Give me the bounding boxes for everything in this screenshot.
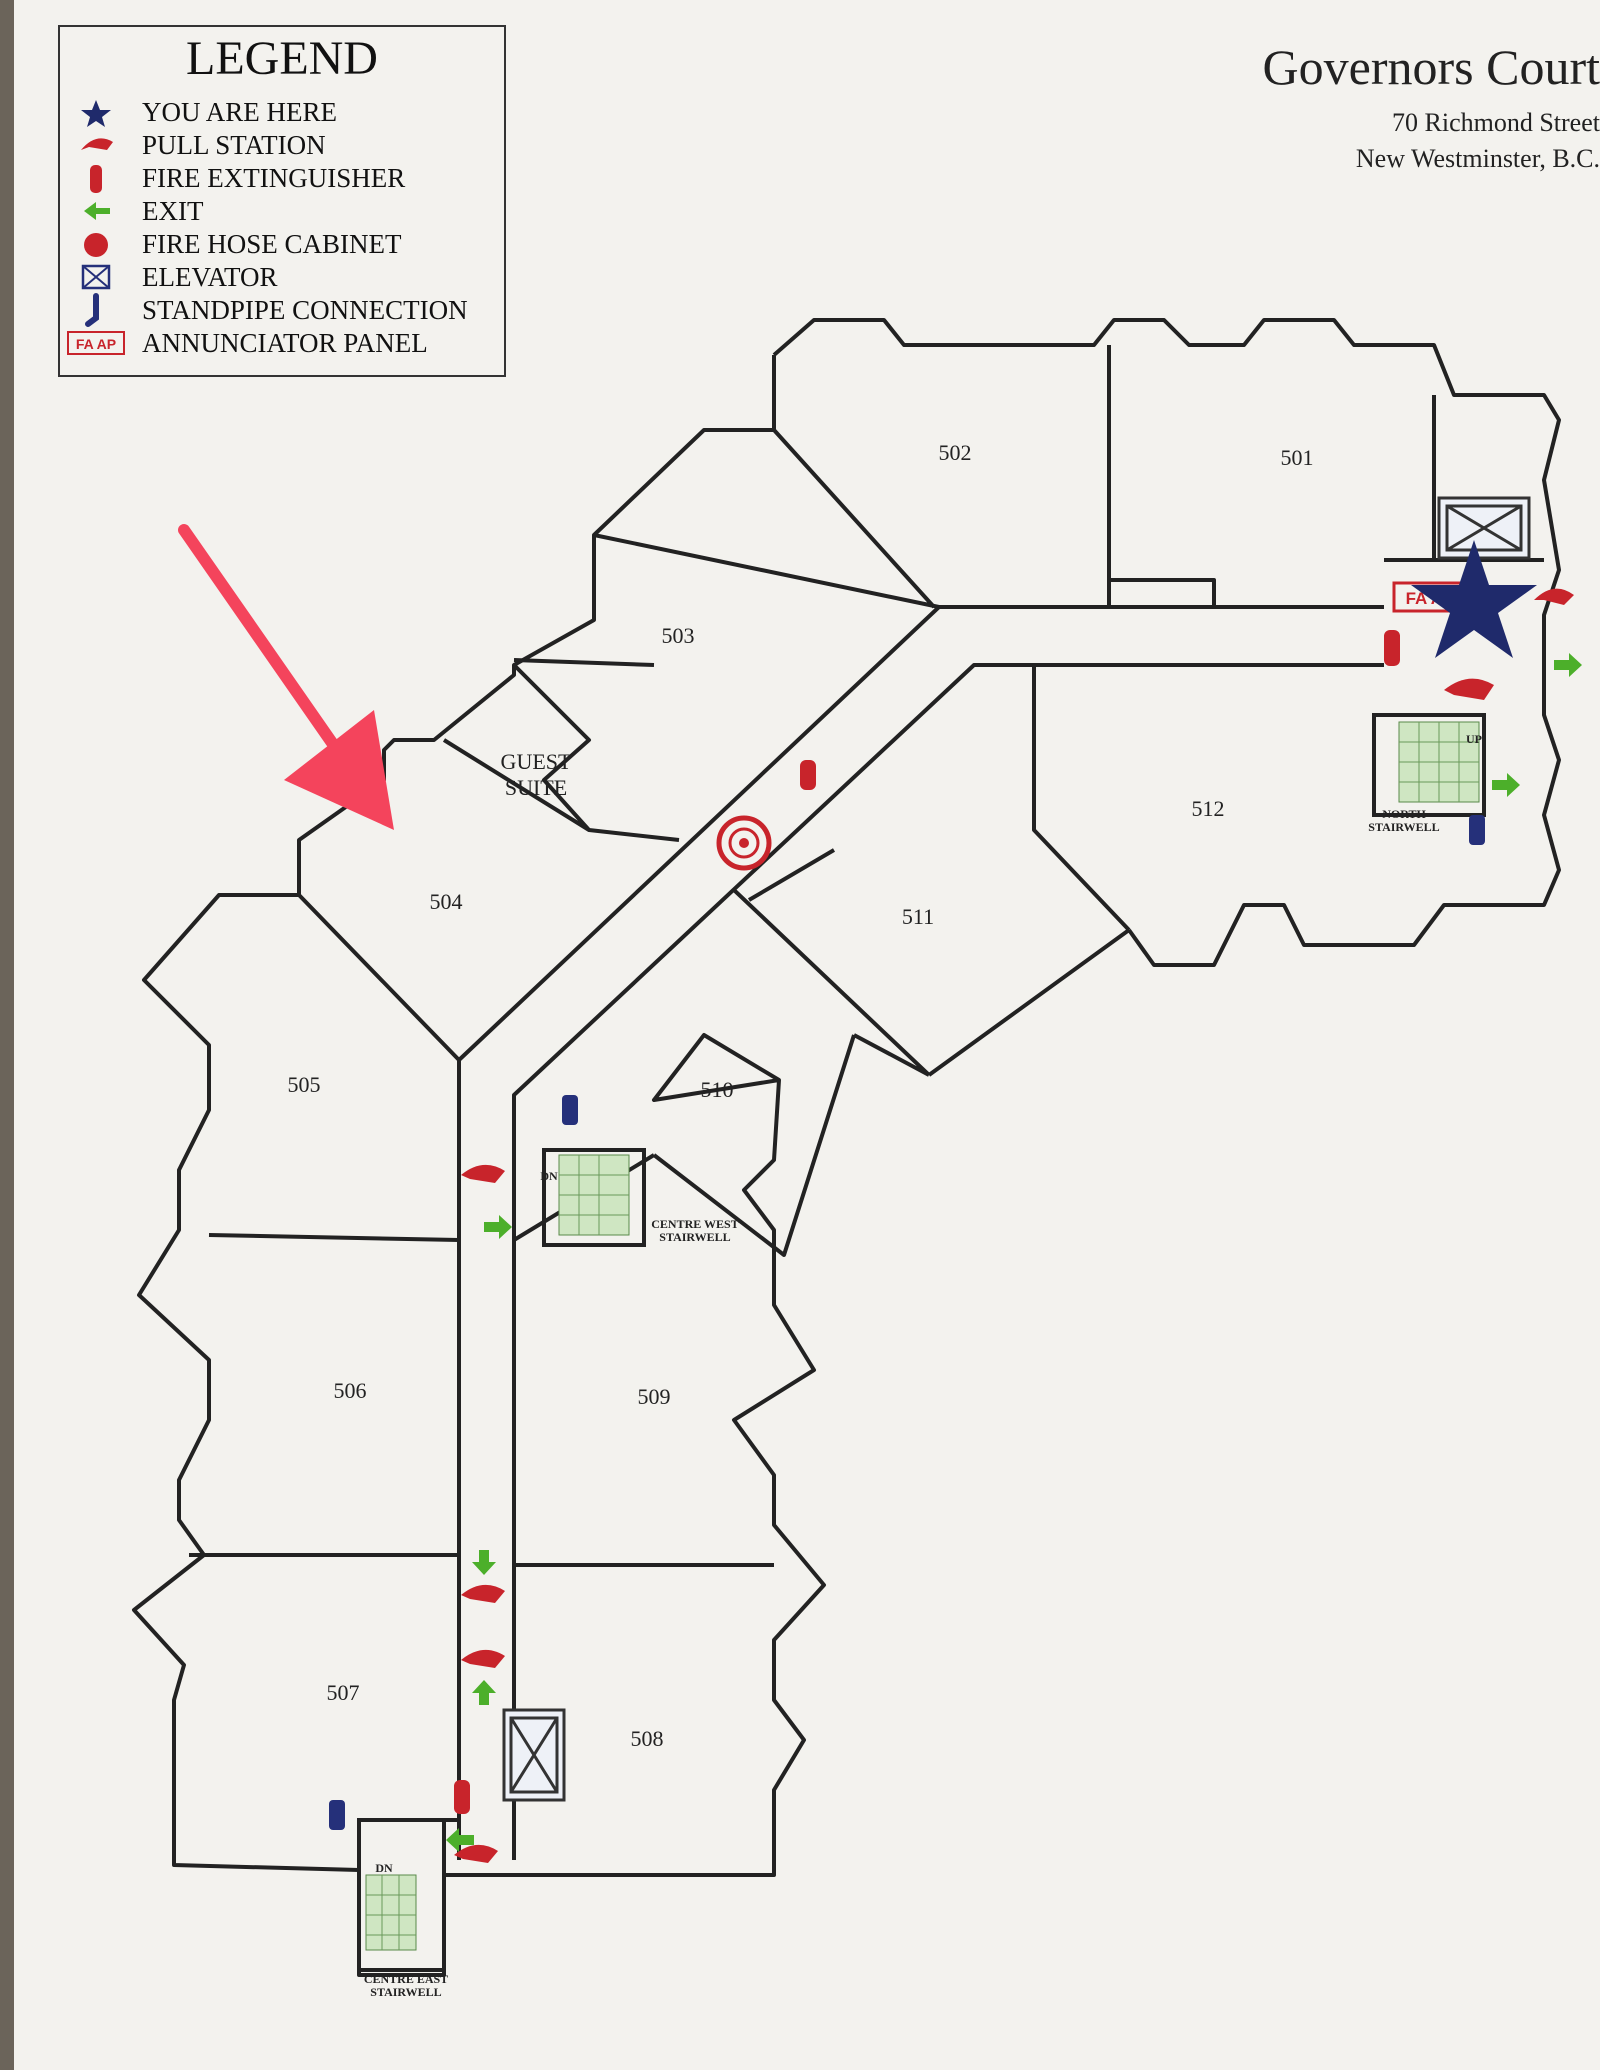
- fire-hose-cabinet-icon: [716, 815, 772, 871]
- centre-east-stairwell: [357, 1818, 446, 1972]
- wall-outline-north-east: [772, 318, 1561, 967]
- north-top-walls: [1107, 395, 1544, 607]
- legend-label: ANNUNCIATOR PANEL: [142, 328, 428, 358]
- north-stairwell-line-2: STAIRWELL: [1368, 820, 1440, 834]
- centre-west-dn-label: DN: [540, 1169, 558, 1183]
- legend-label: ELEVATOR: [142, 262, 278, 292]
- legend-item: FA AP ANNUNCIATOR PANEL: [60, 326, 504, 360]
- exit-arrow-icon: [446, 653, 1582, 1852]
- pointer-arrow: [178, 524, 394, 830]
- elevator-icon: [81, 264, 111, 290]
- legend-title: LEGEND: [186, 32, 378, 85]
- centre-east-stairwell-line-2: STAIRWELL: [370, 1985, 442, 1999]
- north-stairwell-label: NORTH STAIRWELL: [1368, 808, 1439, 834]
- annunciator-panel-icon: FA AP: [67, 331, 125, 355]
- guest-suite-label: GUEST SUITE: [501, 749, 572, 801]
- room-510-label: 510: [700, 1077, 734, 1102]
- room-509-label: 509: [637, 1384, 671, 1409]
- room-511-label: 511: [901, 904, 935, 929]
- pull-station-icon: [81, 138, 113, 150]
- elevator-north-icon: [1437, 496, 1531, 560]
- corridor-walls: [457, 605, 1384, 1860]
- centre-east-stairwell-label: CENTRE EAST STAIRWELL: [364, 1973, 448, 1999]
- room-503-label: 503: [661, 623, 695, 648]
- north-stairwell-line-1: NORTH: [1382, 807, 1426, 821]
- room-502-label: 502: [938, 440, 972, 465]
- address-line-1: 70 Richmond Street: [1392, 108, 1600, 137]
- centre-west-stairwell: [542, 1148, 646, 1247]
- guest-suite-line-2: SUITE: [504, 775, 568, 800]
- wall-outline-west: [132, 355, 826, 1977]
- you-are-here-star-icon: [1411, 540, 1537, 658]
- room-508-label: 508: [630, 1726, 664, 1751]
- elevator-centre-icon: [502, 1708, 566, 1802]
- legend-item: ELEVATOR: [60, 260, 504, 294]
- room-505-label: 505: [287, 1072, 321, 1097]
- legend-label: FIRE EXTINGUISHER: [142, 163, 406, 193]
- evacuation-map-sheet: FA AP LEGEND YOU ARE HERE: [14, 0, 1600, 2070]
- room-506-label: 506: [333, 1378, 367, 1403]
- centre-east-dn-label: DN: [375, 1861, 393, 1875]
- legend-label: STANDPIPE CONNECTION: [142, 295, 468, 325]
- standpipe-icon: [85, 293, 99, 327]
- legend-item: STANDPIPE CONNECTION: [60, 293, 504, 327]
- room-507-label: 507: [326, 1680, 360, 1705]
- legend-label: EXIT: [142, 196, 204, 226]
- exit-arrow-icon: [84, 202, 110, 220]
- fire-hose-cabinet-icon: [84, 233, 108, 257]
- fire-extinguisher-icon: [454, 630, 1400, 1814]
- star-icon: [81, 100, 111, 127]
- legend-item: FIRE HOSE CABINET: [60, 227, 504, 261]
- annunciator-legend-badge: FA AP: [76, 336, 116, 352]
- legend-item: EXIT: [60, 194, 504, 228]
- legend: LEGEND YOU ARE HERE PULL STATION FIRE EX…: [58, 25, 506, 377]
- standpipe-icon: [329, 815, 1485, 1830]
- pull-station-icon: [454, 588, 1574, 1863]
- room-504-label: 504: [429, 889, 463, 914]
- centre-west-stairwell-line-2: STAIRWELL: [659, 1230, 731, 1244]
- building-title: Governors Court: [1262, 39, 1600, 95]
- centre-west-stairwell-line-1: CENTRE WEST: [651, 1217, 739, 1231]
- legend-item: YOU ARE HERE: [60, 95, 504, 129]
- legend-label: FIRE HOSE CABINET: [142, 229, 402, 259]
- legend-label: YOU ARE HERE: [142, 97, 337, 127]
- north-stair-up-label: UP: [1466, 732, 1482, 746]
- room-512-label: 512: [1191, 796, 1225, 821]
- floor-plan: FA AP: [132, 318, 1582, 1977]
- room-501-label: 501: [1280, 445, 1314, 470]
- legend-item: FIRE EXTINGUISHER: [60, 161, 504, 195]
- centre-west-stairwell-label: CENTRE WEST STAIRWELL: [651, 1218, 738, 1244]
- legend-item: PULL STATION: [60, 128, 504, 162]
- legend-label: PULL STATION: [142, 130, 326, 160]
- fire-extinguisher-icon: [90, 165, 102, 193]
- guest-suite-line-1: GUEST: [500, 749, 572, 774]
- room-dividers: [189, 345, 1131, 1822]
- address-line-2: New Westminster, B.C.: [1355, 144, 1600, 173]
- north-stairwell: [1372, 713, 1486, 817]
- centre-east-stairwell-line-1: CENTRE EAST: [363, 1972, 449, 1986]
